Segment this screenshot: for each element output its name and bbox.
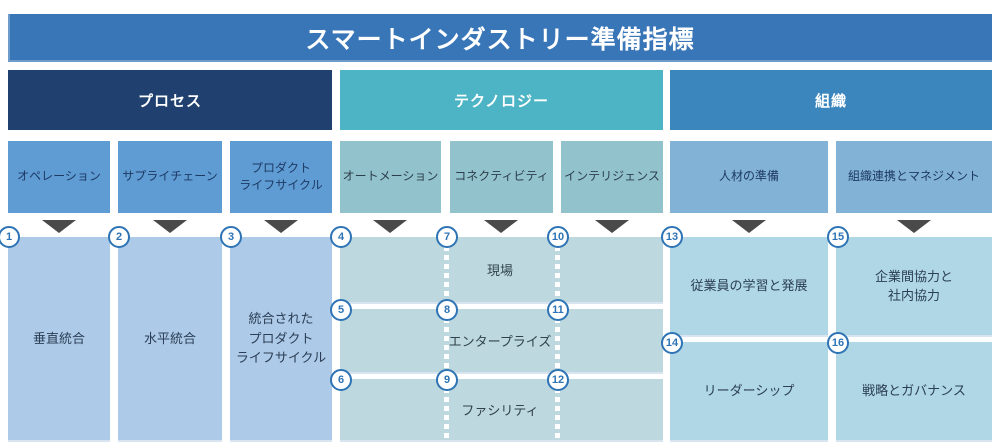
down-arrow-icon (595, 220, 629, 233)
cell-workforce-learning-development: 従業員の学習と発展 (670, 237, 828, 335)
dimension-number-badge: 16 (827, 332, 849, 354)
dimension-number-badge: 8 (436, 299, 458, 321)
dashed-divider (444, 237, 449, 302)
pillar-header-process: プロセス (8, 70, 332, 130)
dimension-number-badge: 3 (220, 226, 242, 248)
subcolumn-intelligence: インテリジェンス (561, 141, 663, 213)
down-arrow-icon (897, 220, 931, 233)
down-arrow-icon (264, 220, 298, 233)
row-label-shop-floor: 現場 (486, 263, 513, 278)
cell-strategy-governance: 戦略とガバナンス (836, 342, 992, 440)
down-arrow-icon (373, 220, 407, 233)
cell-integrated-product-lifecycle: 統合された プロダクト ライフサイクル (230, 237, 332, 440)
down-arrow-icon (732, 220, 766, 233)
subcolumn-automation: オートメーション (340, 141, 441, 213)
dimension-number-badge: 2 (108, 226, 130, 248)
dimension-number-badge: 12 (547, 369, 569, 391)
dimension-number-badge: 15 (827, 226, 849, 248)
cell-horizontal-integration: 水平統合 (118, 237, 222, 440)
page-title: スマートインダストリー準備指標 (8, 14, 992, 62)
subcolumn-talent-readiness: 人材の準備 (670, 141, 828, 213)
dashed-divider (555, 309, 560, 372)
down-arrow-icon (153, 220, 187, 233)
pillar-header-technology: テクノロジー (340, 70, 663, 130)
subcolumn-product-lifecycle: プロダクト ライフサイクル (230, 141, 332, 213)
subcolumn-supply-chain: サプライチェーン (118, 141, 222, 213)
dimension-number-badge: 4 (330, 226, 352, 248)
subcolumn-connectivity: コネクティビティ (450, 141, 553, 213)
dimension-number-badge: 6 (330, 369, 352, 391)
tech-row-enterprise (340, 309, 663, 372)
dimension-number-badge: 11 (547, 299, 569, 321)
tech-row-facility (340, 379, 663, 440)
down-arrow-icon (42, 220, 76, 233)
dimension-number-badge: 7 (436, 226, 458, 248)
cell-inter-intra-company-collaboration: 企業間協力と 社内協力 (836, 237, 992, 335)
dimension-number-badge: 14 (661, 332, 683, 354)
dashed-divider (444, 379, 449, 440)
dimension-number-badge: 10 (547, 226, 569, 248)
tech-row-shop-floor (340, 237, 663, 302)
dashed-divider (555, 379, 560, 440)
dimension-number-badge: 1 (0, 226, 20, 248)
dimension-number-badge: 9 (436, 369, 458, 391)
cell-vertical-integration: 垂直統合 (8, 237, 110, 440)
down-arrow-icon (484, 220, 518, 233)
subcolumn-operations: オペレーション (8, 141, 110, 213)
dimension-number-badge: 5 (330, 299, 352, 321)
dimension-number-badge: 13 (661, 226, 683, 248)
row-label-enterprise: エンタープライズ (448, 334, 552, 349)
pillar-header-organization: 組織 (670, 70, 992, 130)
row-label-facility: ファシリティ (461, 403, 539, 418)
subcolumn-structure-management: 組織連携とマネジメント (836, 141, 992, 213)
cell-leadership: リーダーシップ (670, 342, 828, 440)
dashed-divider (555, 237, 560, 302)
dashed-divider (444, 309, 449, 372)
